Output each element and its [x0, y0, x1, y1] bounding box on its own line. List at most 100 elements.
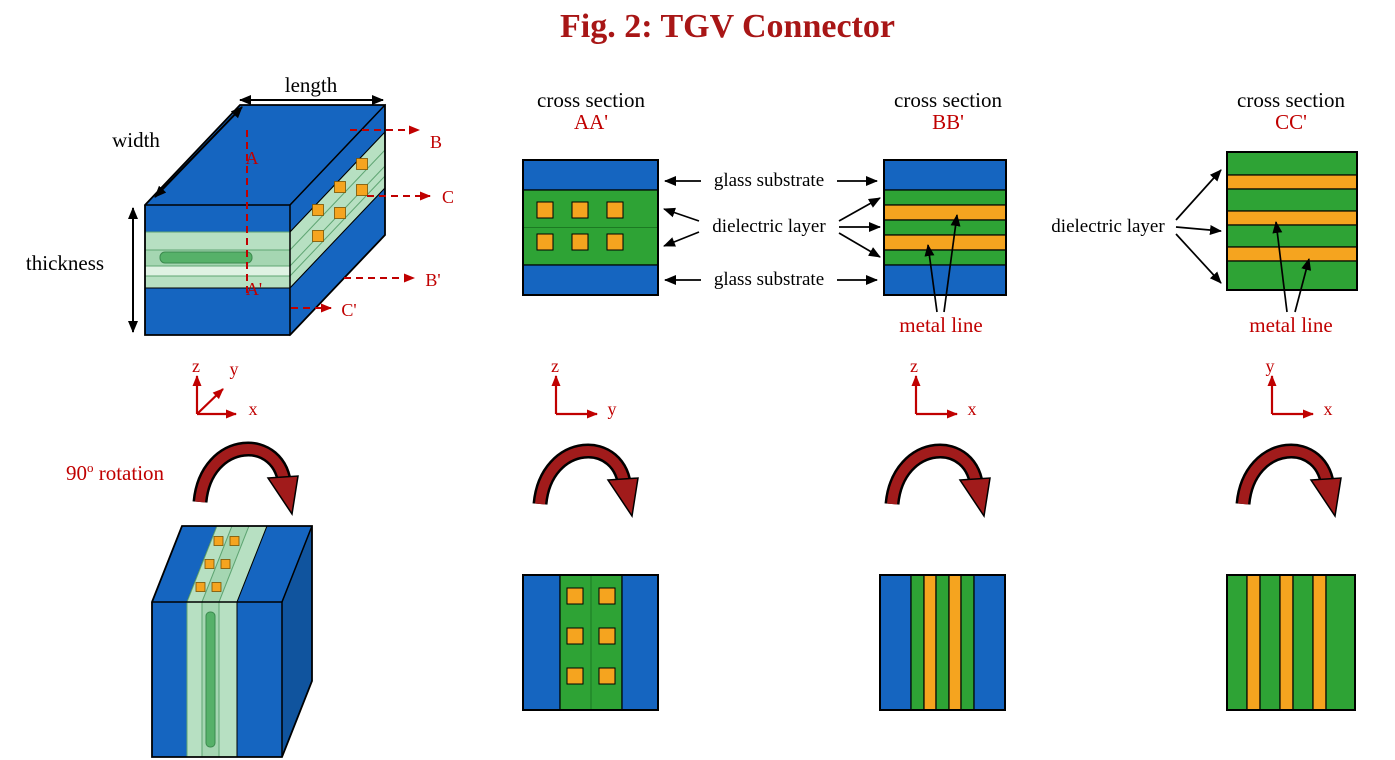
metal-via: [312, 230, 324, 242]
metal-via: [204, 559, 215, 569]
cross-section-cc-rotated: [1226, 574, 1356, 711]
cut-label-c: C: [441, 187, 454, 207]
metal-via: [229, 536, 240, 546]
metal-via: [566, 667, 584, 685]
glass-substrate-bottom: [883, 264, 1007, 296]
dimension-arrows: [128, 95, 384, 333]
dielectric-layer: [1292, 574, 1314, 711]
metal-line-label: metal line: [1249, 313, 1333, 337]
metal-line-stripe: [1246, 574, 1261, 711]
metal-via: [566, 627, 584, 645]
metal-via: [606, 201, 624, 219]
metal-line-arrow: [924, 244, 938, 313]
metal-line-stripe: [883, 234, 1007, 251]
metal-via: [598, 667, 616, 685]
metal-via: [598, 627, 616, 645]
glass-substrate-bottom: [522, 264, 659, 296]
dielectric-layer: [1226, 188, 1358, 212]
metal-vias: [195, 536, 240, 592]
x-axis-label: x: [1323, 399, 1333, 419]
metal-line-stripe: [1226, 246, 1358, 262]
front-dielectric-layer: [144, 275, 291, 289]
metal-line-stripe: [883, 204, 1007, 221]
metal-line-stripe: [1226, 174, 1358, 190]
dielectric-layer: [883, 249, 1007, 266]
front-glass-bottom: [144, 287, 291, 336]
glass-substrate-bottom-label: glass substrate: [713, 269, 825, 290]
cut-lines: [246, 125, 431, 313]
y-axis-label: y: [607, 399, 617, 419]
metal-vias: [566, 587, 616, 685]
section-aa-heading: cross section: [537, 88, 645, 112]
metal-via: [598, 587, 616, 605]
dielectric-layer: [1226, 151, 1358, 176]
x-axis-label: x: [967, 399, 977, 419]
metal-via: [536, 201, 554, 219]
dielectric-layer: [935, 574, 950, 711]
z-axis-label: z: [551, 356, 559, 376]
rotation-word: rotation: [93, 461, 165, 485]
metal-vias: [536, 201, 624, 251]
rotation-label: 90o rotation: [45, 460, 185, 485]
cut-label-a-prime: A': [245, 279, 263, 299]
glass-substrate-top-label: glass substrate: [713, 170, 825, 191]
dielectric-arrow-left: [663, 207, 700, 222]
metal-line-stripe: [948, 574, 962, 711]
box-edge: [281, 525, 313, 603]
front-glass-top: [144, 204, 291, 233]
cross-section-bb-rotated: [879, 574, 1006, 711]
dielectric-arrow: [1175, 169, 1222, 221]
dielectric-layer-label: dielectric layer: [712, 216, 826, 237]
y-axis-label: y: [1265, 356, 1275, 376]
cross-section-aa-rotated: [522, 574, 659, 711]
section-outline: [1226, 151, 1358, 291]
metal-line-stripe: [923, 574, 937, 711]
dielectric-layer: [1325, 574, 1356, 711]
y-axis: [196, 388, 224, 415]
dielectric-arrow-right: [838, 232, 881, 258]
embedded-metal-line: [205, 611, 216, 748]
z-axis-label: z: [192, 356, 200, 376]
metal-line-label: metal line: [899, 313, 983, 337]
section-bb-name: BB': [932, 110, 964, 134]
dielectric-layer: [1259, 574, 1281, 711]
figure-title: Fig. 2: TGV Connector: [560, 8, 895, 45]
front-dielectric-layer: [218, 601, 238, 758]
length-label: length: [284, 73, 338, 97]
section-outline: [1226, 574, 1356, 711]
metal-via: [571, 233, 589, 251]
tgv-3d-box: [143, 103, 387, 337]
cut-label-a: A: [245, 148, 259, 168]
front-glass-right: [236, 601, 283, 758]
dielectric-layer-cc-label: dielectric layer: [1051, 216, 1165, 237]
rotation-value: 90: [65, 461, 87, 485]
box-edge: [289, 104, 386, 206]
rotation-arrow: [200, 449, 298, 514]
glass-substrate: [621, 574, 659, 711]
dielectric-layer: [910, 574, 925, 711]
width-arrow: [154, 106, 243, 198]
metal-via: [566, 587, 584, 605]
cross-section-cc: [1175, 151, 1358, 313]
metal-vias: [312, 158, 368, 242]
dielectric-arrow: [1175, 233, 1222, 284]
dielectric-arrow: [1175, 225, 1222, 236]
embedded-metal-line: [159, 251, 253, 264]
metal-line-stripe: [1312, 574, 1327, 711]
rotation-arrow: [892, 451, 990, 516]
glass-substrate: [973, 574, 1006, 711]
cut-label-b: B: [429, 132, 442, 152]
section-bb-heading: cross section: [894, 88, 1002, 112]
z-axis-label: z: [910, 356, 918, 376]
section-outline: [879, 574, 1006, 711]
front-glass-left: [151, 601, 188, 758]
cross-section-aa: [522, 159, 659, 296]
section-outline: [522, 159, 659, 296]
axes-bb: [911, 375, 958, 419]
y-axis-label: y: [229, 359, 239, 379]
metal-line-arrow: [1294, 258, 1312, 313]
dielectric-layer: [1226, 574, 1248, 711]
dielectric-layer: [883, 189, 1007, 206]
metal-via: [334, 207, 346, 219]
